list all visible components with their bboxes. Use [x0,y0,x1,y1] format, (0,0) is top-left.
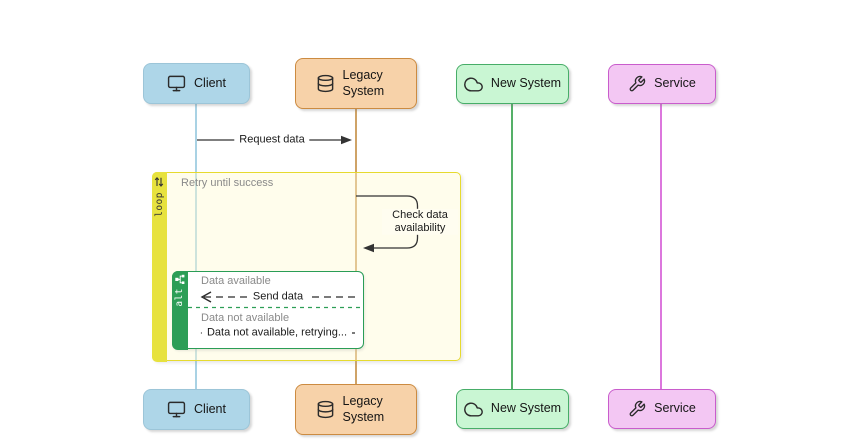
lifeline-new-system [511,103,513,390]
database-icon [316,400,335,419]
alt-frame-tab: alt [171,270,188,350]
lifeline-client [195,103,197,390]
actor-label: Legacy System [342,67,385,98]
actor-legacy-system-top: Legacy System [295,58,417,109]
loop-frame-tab: loop [151,171,167,362]
actor-label: Service [654,76,696,91]
message-label-request-data: Request data [234,133,310,147]
cloud-icon [464,75,483,94]
loop-frame-title: Retry until success [181,177,274,189]
alt-section-title-data-available: Data available [201,275,271,287]
alt-section-title-data-not-available: Data not available [201,312,290,324]
actor-label: Client [194,75,226,90]
branch-icon [174,274,184,284]
actor-service-top: Service [608,64,716,104]
actor-label: New System [490,401,562,416]
arrowhead-request-data [341,135,352,145]
actor-new-system-top: New System [456,64,569,104]
actor-client-top: Client [143,63,250,104]
database-icon [316,74,335,93]
actor-service-bottom: Service [608,389,716,429]
wrench-icon [628,75,646,93]
alt-frame-type-label: alt [174,287,185,307]
loop-arrows-icon [154,176,164,187]
wrench-icon [628,400,646,418]
actor-label: Client [194,401,226,416]
cloud-icon [464,400,483,419]
actor-client-bottom: Client [143,389,250,430]
message-label-check-data-availability: Check data availability [382,208,458,236]
actor-new-system-bottom: New System [456,389,569,429]
lifeline-legacy-system [354,108,357,385]
actor-label: Service [654,401,696,416]
monitor-icon [167,74,186,93]
message-label-data-not-available: Data not available, retrying... [201,326,353,340]
actor-legacy-system-bottom: Legacy System [295,384,417,435]
actor-label: Legacy System [342,393,385,424]
actor-label: New System [490,76,562,91]
lifeline-service [660,103,662,390]
message-label-send-data: Send data [247,290,309,304]
loop-frame-type-label: loop [153,191,165,217]
monitor-icon [167,400,186,419]
